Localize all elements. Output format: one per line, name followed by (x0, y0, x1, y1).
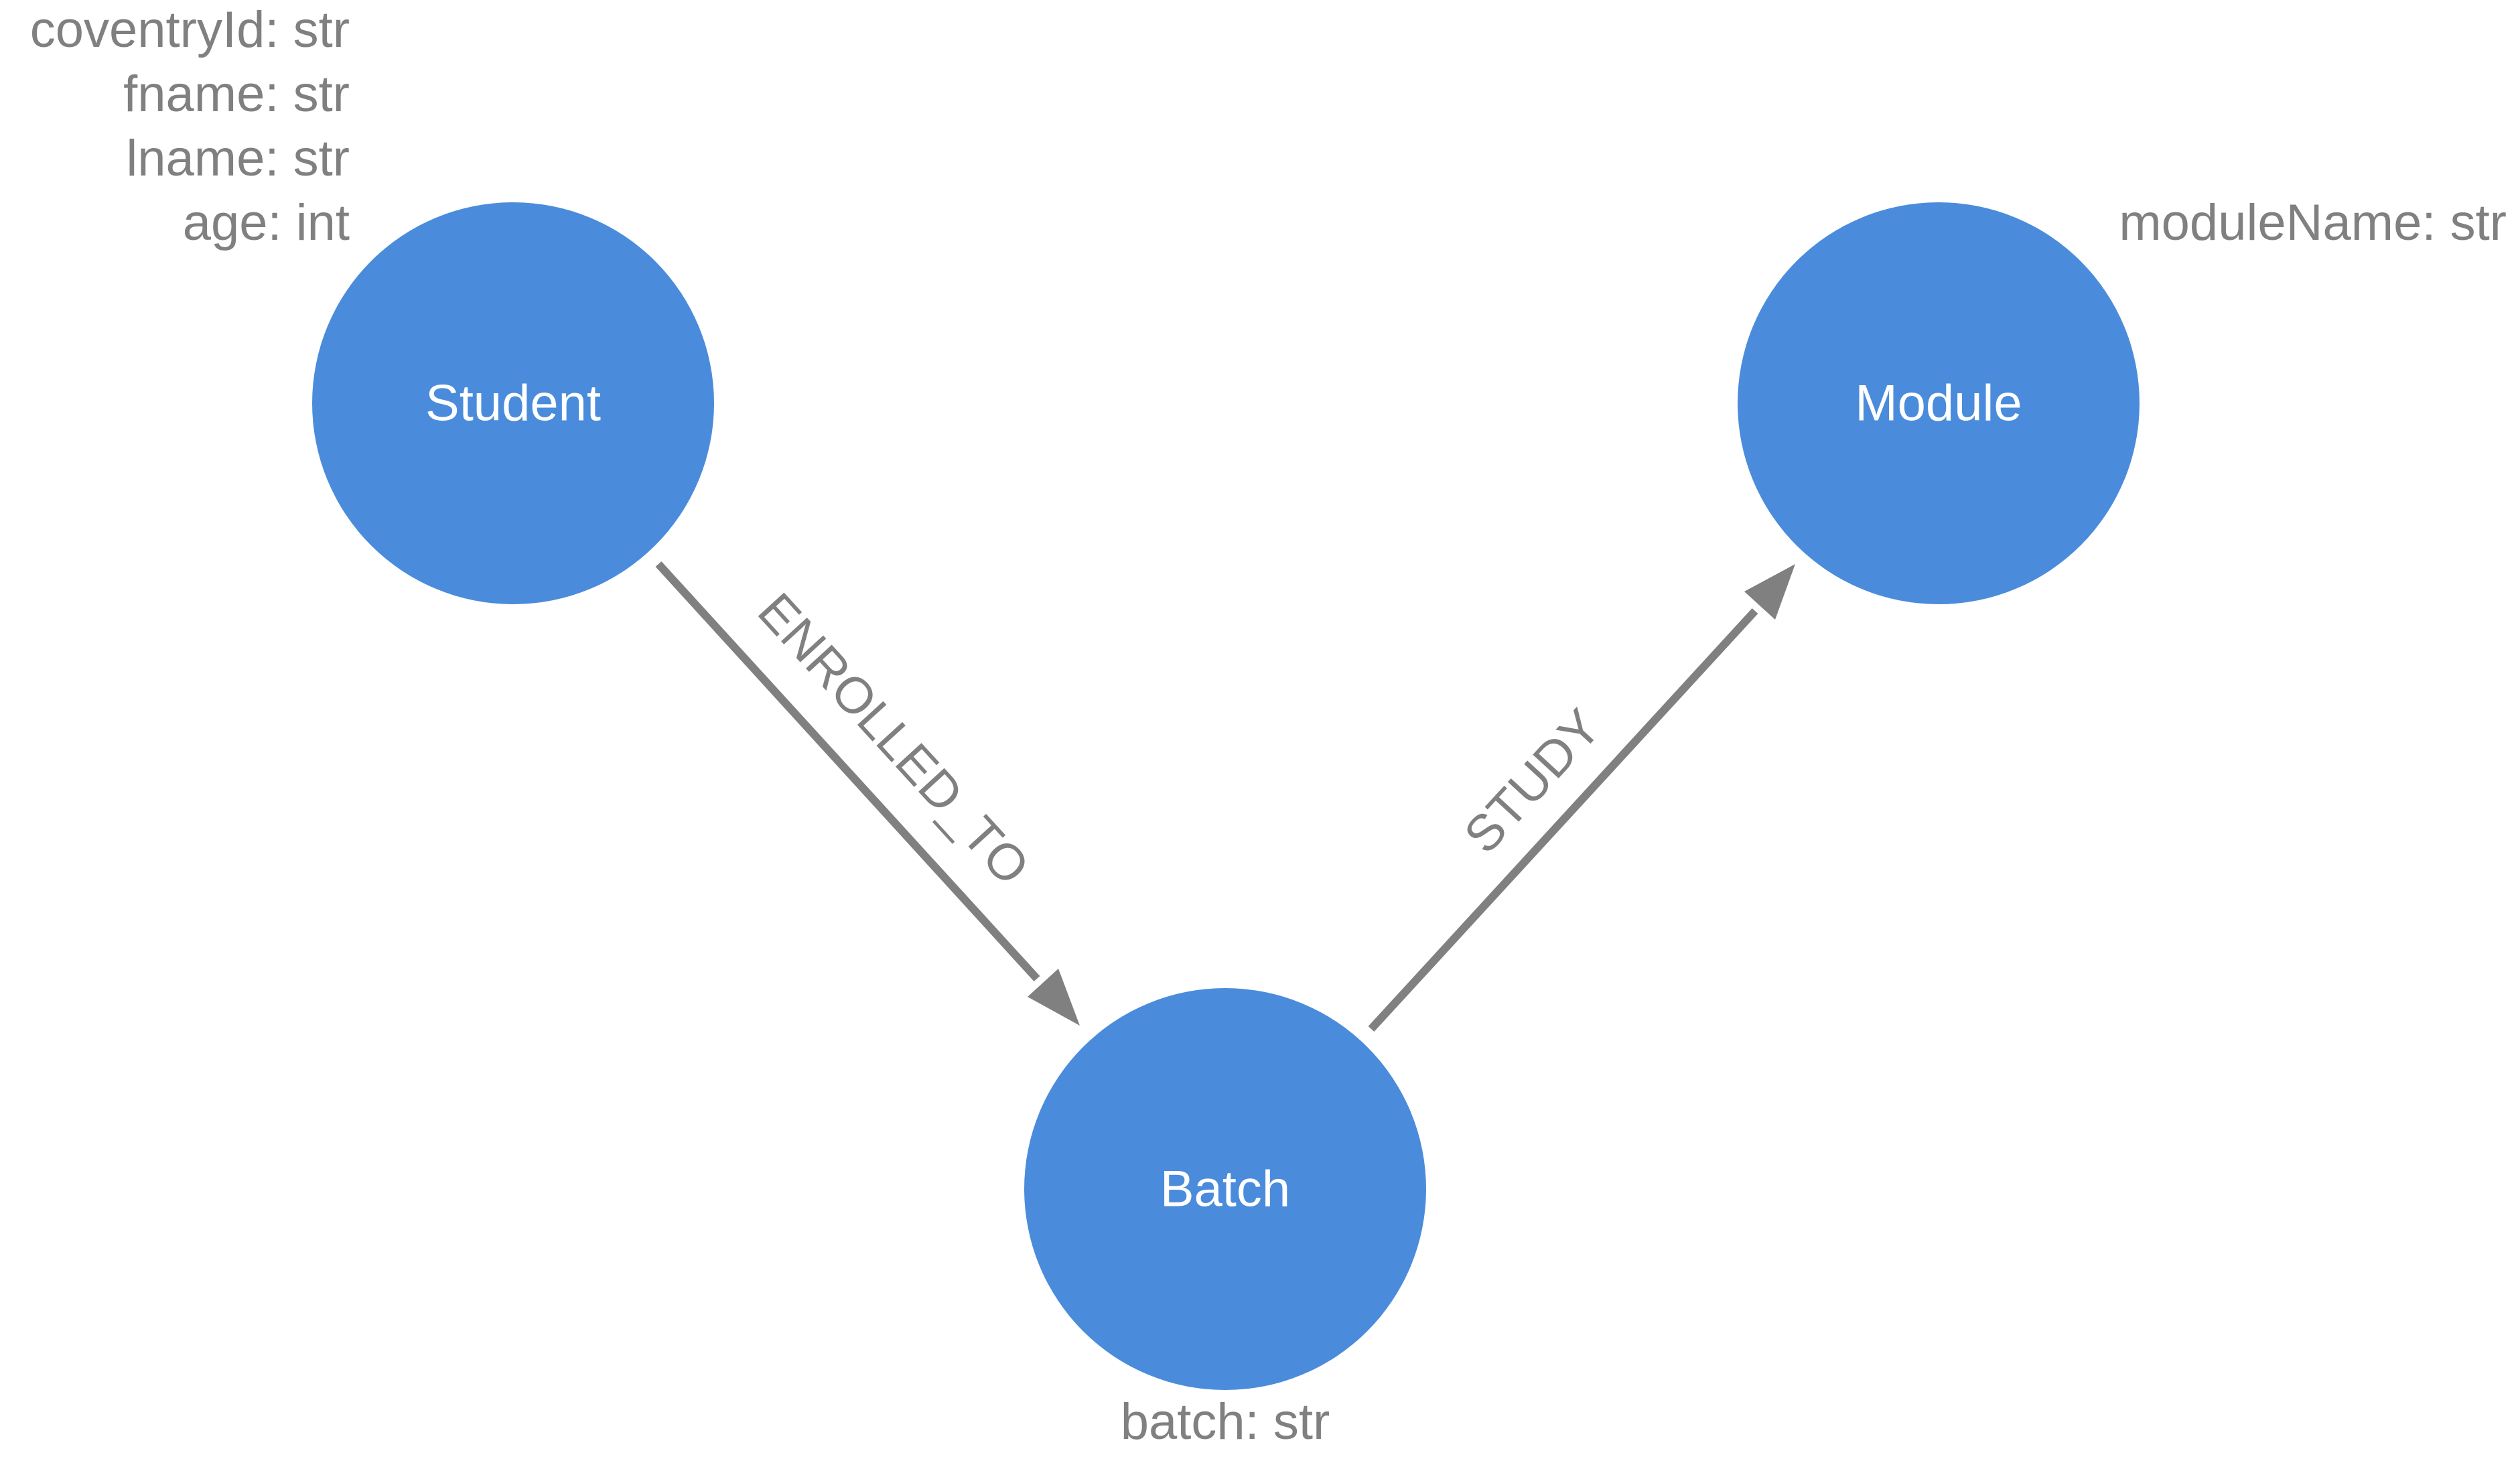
edge-study-label: STUDY (1454, 699, 1612, 864)
node-module-circle (1738, 202, 2140, 604)
node-batch-circle (1024, 988, 1426, 1390)
node-module[interactable]: Module (1738, 202, 2140, 604)
edge-study-line (1368, 608, 1758, 1032)
student-property: fname: str (123, 66, 350, 123)
node-student-label: Student (425, 375, 601, 432)
node-module-label: Module (1855, 375, 2022, 432)
student-property: age: int (183, 194, 350, 251)
edge-enrolled-to[interactable]: ENROLLED_TO (655, 561, 1080, 1026)
batch-property: batch: str (1121, 1393, 1330, 1450)
node-batch-properties: batch: str (1121, 1393, 1330, 1450)
node-batch[interactable]: Batch (1024, 988, 1426, 1390)
node-module-properties: moduleName: str (2119, 194, 2507, 251)
node-student[interactable]: Student (312, 202, 714, 604)
edge-enrolled-to-label: ENROLLED_TO (747, 582, 1040, 896)
edge-enrolled-to-line (655, 561, 1040, 982)
student-property: coventryId: str (30, 1, 350, 58)
edge-study-arrowhead (1744, 564, 1795, 620)
student-property: lname: str (126, 130, 350, 187)
module-property: moduleName: str (2119, 194, 2507, 251)
node-batch-label: Batch (1160, 1161, 1290, 1218)
node-student-circle (312, 202, 714, 604)
edge-study[interactable]: STUDY (1368, 564, 1795, 1032)
edge-enrolled-to-arrowhead (1028, 969, 1080, 1026)
node-student-properties: coventryId: str fname: str lname: str ag… (30, 1, 350, 251)
